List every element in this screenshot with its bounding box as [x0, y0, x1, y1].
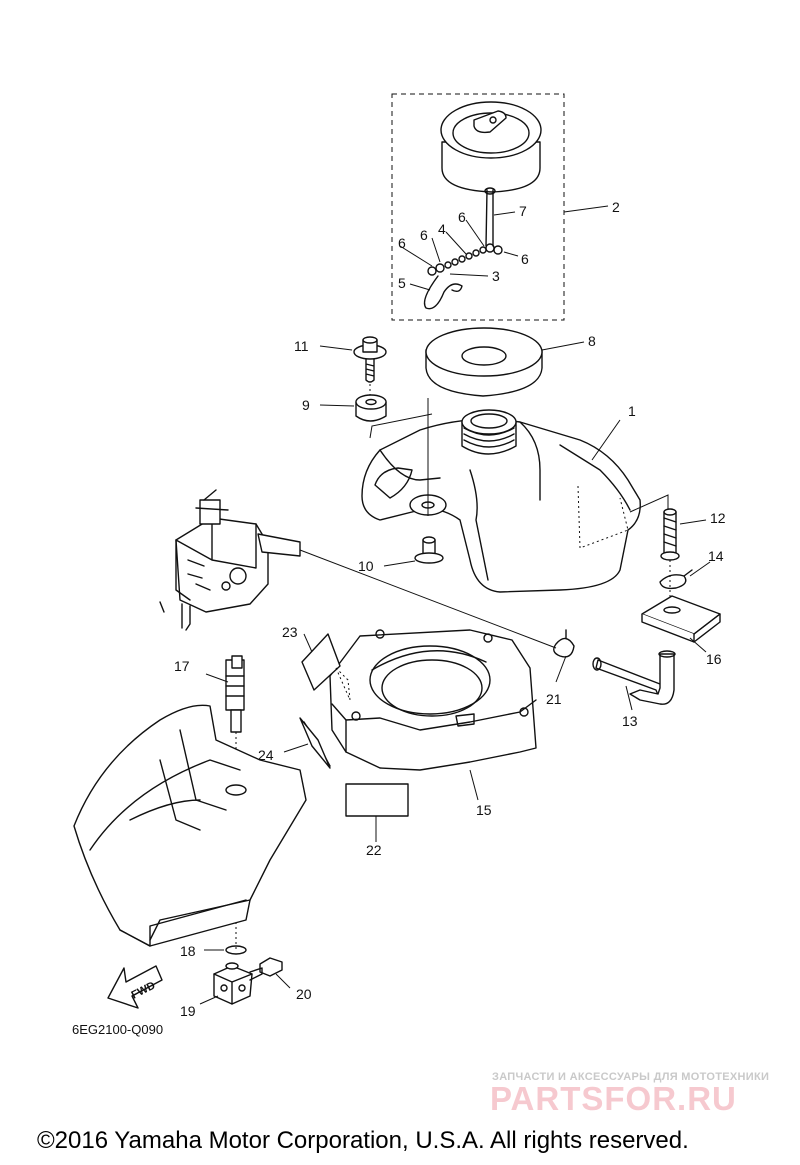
watermark-tagline: ЗАПЧАСТИ И АКСЕССУАРЫ ДЛЯ МОТОТЕХНИКИ [492, 1071, 770, 1083]
drawing-code: 6EG2100-Q090 [72, 1022, 164, 1037]
decals [283, 633, 409, 842]
gasket-ring [425, 327, 585, 397]
bolt [319, 336, 387, 396]
callout-11: 11 [294, 338, 309, 354]
callout-6: 6 [521, 251, 529, 267]
callout-17: 17 [174, 658, 190, 674]
fwd-arrow-icon: FWD [107, 965, 163, 1009]
o-ring [204, 945, 247, 955]
callout-4: 4 [438, 221, 446, 237]
screw [249, 957, 291, 989]
callout-labels: 2 7 6 4 6 6 6 3 5 8 11 9 1 12 14 10 16 2… [174, 199, 726, 1019]
callout-2: 2 [612, 199, 620, 215]
callout-6: 6 [398, 235, 406, 251]
callout-22: 22 [366, 842, 382, 858]
callout-1: 1 [628, 403, 636, 419]
cap-assembly-frame [391, 93, 565, 321]
callout-5: 5 [398, 275, 406, 291]
callout-9: 9 [302, 397, 310, 413]
callout-13: 13 [622, 713, 638, 729]
callout-24: 24 [258, 747, 274, 763]
callout-3: 3 [492, 268, 500, 284]
callout-14: 14 [708, 548, 724, 564]
callout-19: 19 [180, 1003, 196, 1019]
collar [383, 536, 444, 567]
callout-23: 23 [282, 624, 298, 640]
callout-8: 8 [588, 333, 596, 349]
pin [660, 508, 707, 610]
copyright-notice: ©2016 Yamaha Motor Corporation, U.S.A. A… [37, 1127, 689, 1154]
bottom-cowling [73, 704, 307, 947]
callout-21: 21 [546, 691, 562, 707]
callout-10: 10 [358, 558, 374, 574]
callout-12: 12 [710, 510, 726, 526]
watermark-brand: PARTSFOR.RU [490, 1080, 737, 1117]
callout-15: 15 [476, 802, 492, 818]
hose-clip [553, 629, 575, 683]
callout-20: 20 [296, 986, 312, 1002]
carburetor [159, 489, 301, 631]
joint-block [199, 962, 253, 1005]
fuel-tank [361, 409, 669, 593]
clip [659, 561, 711, 590]
callout-6: 6 [458, 209, 466, 225]
callout-7: 7 [519, 203, 527, 219]
bracket-plate [641, 595, 721, 653]
callout-18: 18 [180, 943, 196, 959]
fuel-hose [299, 549, 676, 711]
cap-tether [484, 187, 516, 247]
top-cover [329, 629, 537, 801]
fuel-cap [440, 101, 542, 193]
cap-chain [399, 219, 519, 310]
callout-6: 6 [420, 227, 428, 243]
callout-16: 16 [706, 651, 722, 667]
grommet [319, 394, 387, 422]
